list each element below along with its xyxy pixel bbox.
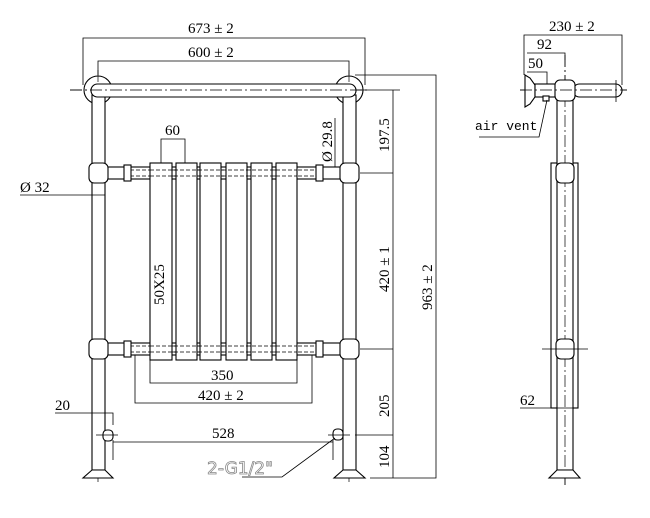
side-view bbox=[520, 55, 627, 485]
side-dimensions: 230 ± 2 92 50 air vent 62 bbox=[475, 19, 623, 409]
radiator-columns bbox=[149, 162, 298, 361]
dim-upright-diameter: Ø 32 bbox=[20, 180, 50, 196]
side-foot bbox=[547, 469, 582, 479]
dim-overall-height: 963 ± 2 bbox=[420, 264, 436, 310]
dim-bar-centers: 420 ± 1 bbox=[377, 246, 393, 292]
label-air-vent: air vent bbox=[475, 119, 537, 134]
dim-crossbar-centers: 420 ± 2 bbox=[198, 388, 244, 404]
label-connections: 2-G1/2" bbox=[207, 459, 273, 479]
upper-side-fitting bbox=[555, 162, 575, 184]
right-foot bbox=[332, 469, 367, 479]
dim-overall-depth: 230 ± 2 bbox=[549, 19, 595, 35]
dim-valve-offset: 20 bbox=[55, 398, 70, 414]
left-valve bbox=[102, 429, 114, 442]
dim-crossbar-diameter: Ø 29.8 bbox=[320, 121, 336, 162]
left-foot bbox=[81, 469, 115, 479]
dim-radiator-width: 350 bbox=[211, 368, 234, 384]
right-upright bbox=[342, 94, 357, 471]
dim-wall-bracket: 50 bbox=[528, 56, 543, 72]
upper-crossbar bbox=[104, 166, 343, 180]
front-view bbox=[70, 70, 370, 485]
right-valve bbox=[332, 428, 344, 441]
dim-lower-bar-to-valve: 205 bbox=[377, 395, 393, 418]
dim-column-section: 50X25 bbox=[152, 264, 168, 305]
top-towel-rail bbox=[90, 83, 357, 98]
top-tee-fitting bbox=[554, 79, 576, 102]
dim-overall-width: 673 ± 2 bbox=[188, 21, 234, 37]
side-top-rail bbox=[572, 83, 623, 98]
dim-radiator-depth: 62 bbox=[520, 393, 535, 409]
dim-top-to-upper-bar: 197.5 bbox=[377, 118, 393, 152]
tee-fittings bbox=[88, 162, 360, 360]
dim-valve-centers: 528 bbox=[212, 426, 235, 442]
dim-wall-to-upright: 92 bbox=[537, 37, 552, 53]
dim-valve-height: 104 bbox=[377, 445, 393, 468]
front-dimensions: 673 ± 2 600 ± 2 60 Ø 32 Ø 29.8 50X25 350… bbox=[20, 21, 437, 479]
dim-center-width: 600 ± 2 bbox=[188, 45, 234, 61]
lower-crossbar bbox=[104, 342, 343, 356]
wall-plate bbox=[524, 74, 536, 108]
union-nuts bbox=[123, 164, 324, 358]
air-vent bbox=[542, 95, 550, 102]
left-upright bbox=[91, 94, 106, 471]
dim-column-pitch: 60 bbox=[165, 123, 180, 139]
